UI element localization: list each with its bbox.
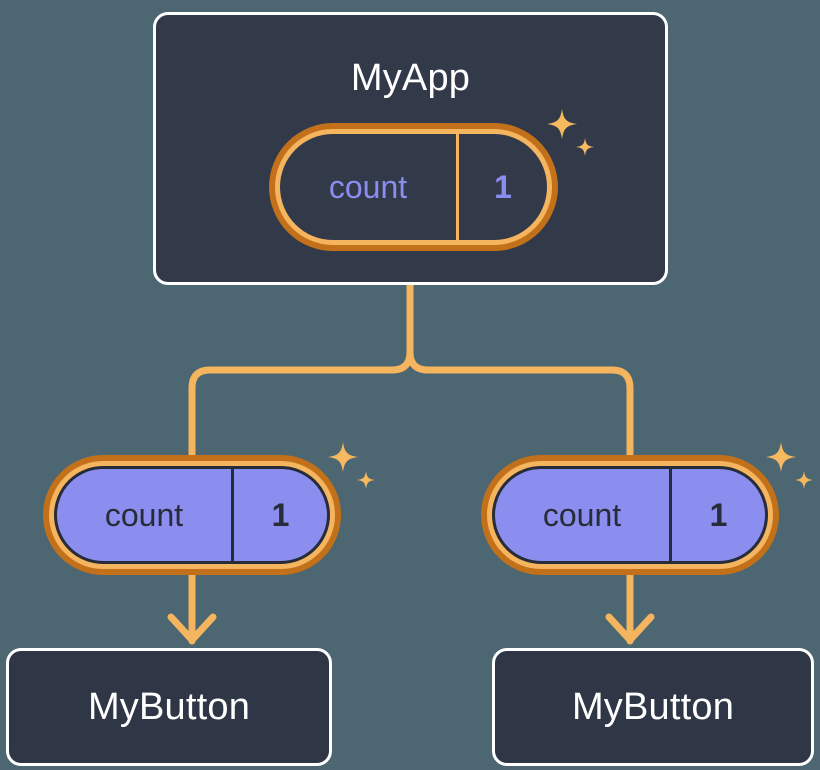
state-value-label: 1 — [456, 134, 547, 240]
component-card-mybutton-right[interactable]: MyButton — [492, 648, 814, 766]
state-chip-right[interactable]: count 1 — [481, 455, 779, 575]
state-pill-root-inner: count 1 — [280, 134, 547, 240]
component-card-myapp[interactable]: MyApp count 1 — [153, 12, 668, 285]
mybutton-right-title: MyButton — [571, 686, 735, 728]
state-chip-right-value: 1 — [669, 469, 765, 561]
state-chip-right-key: count — [542, 496, 622, 533]
sparkle-icon — [547, 109, 577, 139]
state-chip-right-inner: count 1 — [492, 466, 768, 564]
sparkle-small-icon — [576, 138, 594, 156]
state-pill-root[interactable]: count 1 — [269, 123, 558, 251]
state-chip-left-inner: count 1 — [54, 466, 330, 564]
arrow-down-icon-right — [605, 613, 655, 644]
component-card-mybutton-left[interactable]: MyButton — [6, 648, 332, 766]
state-chip-left-key: count — [104, 496, 184, 533]
state-key-label: count — [328, 168, 408, 205]
connector-tree-path — [188, 281, 414, 462]
state-chip-left[interactable]: count 1 — [43, 455, 341, 575]
state-chip-left-value: 1 — [231, 469, 327, 561]
mybutton-left-title: MyButton — [87, 686, 251, 728]
arrow-down-icon — [167, 613, 217, 644]
connector-tree-path-right — [406, 348, 634, 462]
page-title: MyApp — [350, 57, 471, 99]
